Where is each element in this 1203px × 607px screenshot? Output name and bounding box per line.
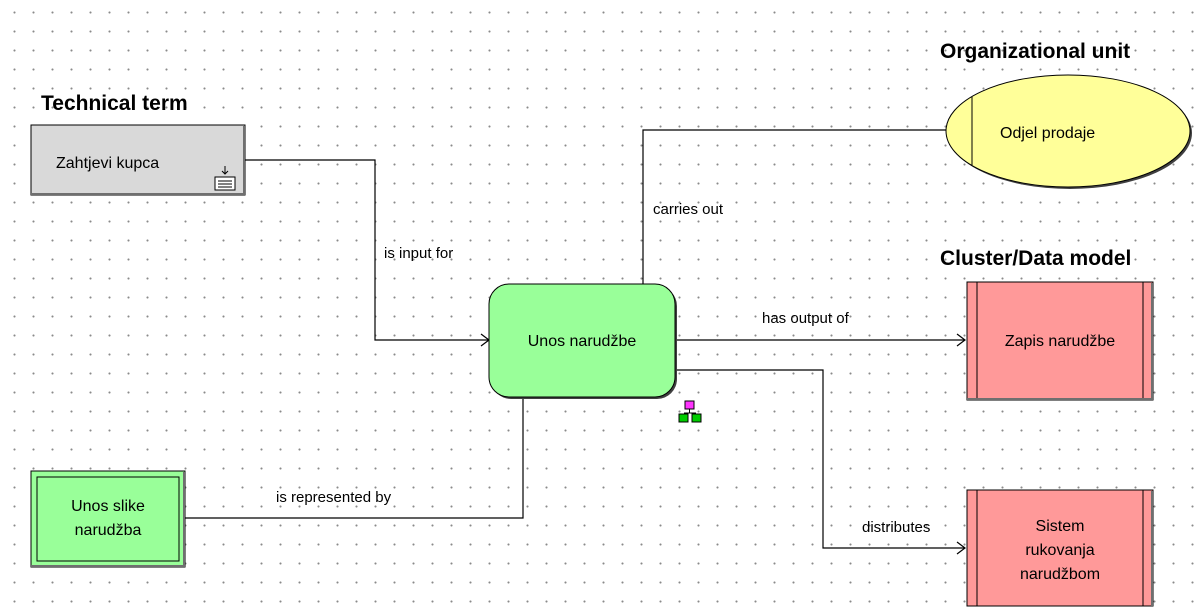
connector-is-represented-by[interactable] bbox=[185, 398, 524, 519]
edge-label-carries-out: carries out bbox=[653, 201, 724, 218]
node-label-zapis-narudzbe: Zapis narudžbe bbox=[1005, 333, 1115, 350]
edge-label-is-represented-by: is represented by bbox=[276, 489, 392, 506]
section-title-organizational-unit: Organizational unit bbox=[940, 40, 1130, 63]
node-unos-narudzbe[interactable]: Unos narudžbe bbox=[488, 283, 677, 399]
node-label-sistem-line-2: rukovanja bbox=[1025, 542, 1094, 559]
edge-label-has-output-of: has output of bbox=[762, 310, 850, 327]
connector-carries-out[interactable] bbox=[642, 129, 948, 284]
connector-has-output-of[interactable] bbox=[677, 333, 966, 347]
node-odjel-prodaje[interactable]: Odjel prodaje bbox=[945, 74, 1192, 189]
connector-distributes[interactable] bbox=[677, 369, 966, 555]
node-label-unos-slike-line-1: Unos slike bbox=[71, 498, 145, 515]
node-label-sistem-line-3: narudžbom bbox=[1020, 566, 1100, 583]
node-zahtjevi-kupca[interactable]: Zahtjevi kupca bbox=[30, 124, 246, 196]
node-sistem-rukovanja[interactable]: Sistem rukovanja narudžbom bbox=[966, 489, 1154, 607]
node-label-zahtjevi-kupca: Zahtjevi kupca bbox=[56, 155, 159, 172]
edge-label-is-input-for: is input for bbox=[384, 245, 453, 262]
section-title-technical-term: Technical term bbox=[41, 92, 188, 115]
edge-label-distributes: distributes bbox=[862, 519, 930, 536]
node-unos-slike-narudzba[interactable]: Unos slike narudžba bbox=[30, 470, 186, 568]
section-title-cluster-data-model: Cluster/Data model bbox=[940, 247, 1131, 270]
document-icon bbox=[214, 166, 236, 191]
node-label-sistem-line-1: Sistem bbox=[1036, 518, 1085, 535]
node-label-unos-narudzbe: Unos narudžbe bbox=[528, 333, 637, 350]
node-label-unos-slike-line-2: narudžba bbox=[75, 522, 142, 539]
hierarchy-icon[interactable] bbox=[678, 400, 702, 423]
node-label-odjel-prodaje: Odjel prodaje bbox=[1000, 125, 1095, 142]
node-zapis-narudzbe[interactable]: Zapis narudžbe bbox=[966, 281, 1154, 401]
